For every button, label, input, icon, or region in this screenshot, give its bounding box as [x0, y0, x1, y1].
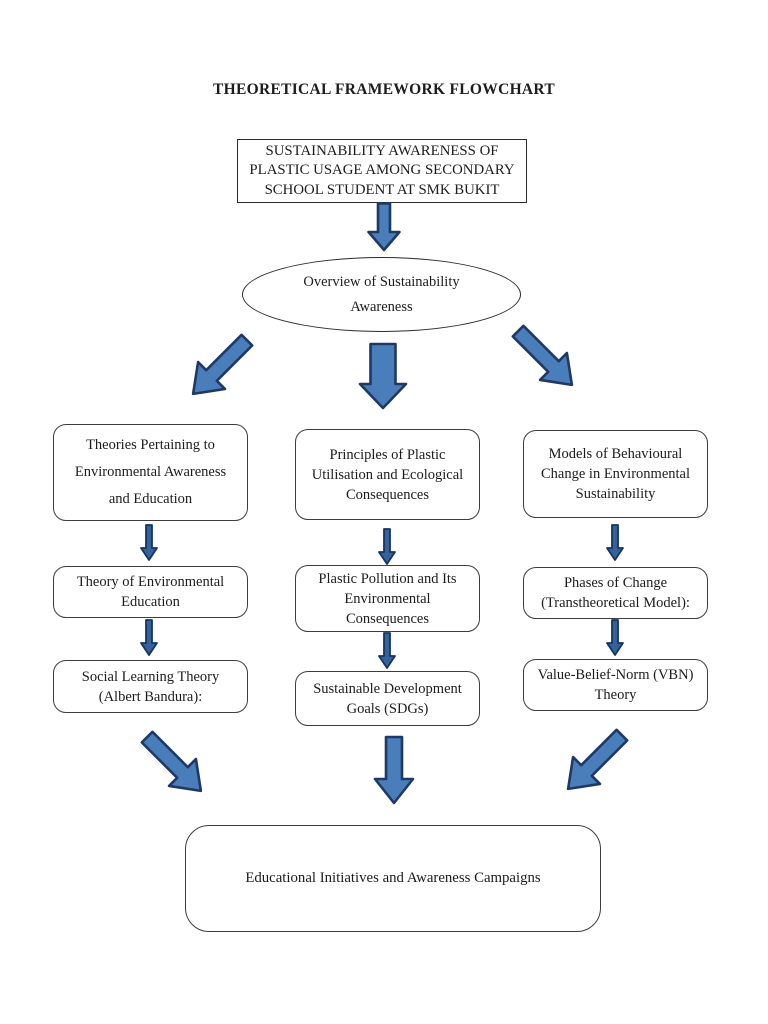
box-line: Social Learning Theory: [81, 668, 220, 685]
box-line: and Education: [108, 491, 193, 507]
box-line: Education: [121, 594, 180, 610]
box-social-learning-theory: Social Learning Theory (Albert Bandura):: [53, 660, 248, 713]
box-line: (Transtheoretical Model):: [541, 595, 690, 611]
box-line: Phases of Change: [563, 575, 668, 591]
box-line: Theories Pertaining to: [86, 437, 215, 453]
small-arrow-down-icon: [606, 619, 624, 656]
small-arrow-down-icon: [606, 524, 624, 561]
box-line: Models of Behavioural: [548, 446, 683, 462]
box-line: Goals (SDGs): [346, 700, 429, 717]
box-line: Change in Environmental: [541, 466, 690, 482]
box-principles-plastic: Principles of Plastic Utilisation and Ec…: [295, 429, 480, 520]
block-arrow-down-icon: [358, 342, 408, 410]
top-box-line: SUSTAINABILITY AWARENESS OF: [265, 142, 499, 159]
box-value-belief-norm: Value-Belief-Norm (VBN) Theory: [523, 659, 708, 711]
block-arrow-down-icon: [373, 735, 415, 805]
box-line: Consequences: [346, 610, 429, 627]
top-box-line: PLASTIC USAGE AMONG SECONDARY: [249, 162, 515, 179]
box-line: (Albert Bandura):: [98, 688, 203, 705]
box-phases-of-change: Phases of Change (Transtheoretical Model…: [523, 567, 708, 619]
ellipse-line: Awareness: [350, 298, 413, 315]
box-line: Theory of Environmental: [76, 574, 225, 590]
small-arrow-down-icon: [378, 528, 396, 565]
box-line: Principles of Plastic: [329, 446, 446, 463]
top-box: SUSTAINABILITY AWARENESS OF PLASTIC USAG…: [237, 139, 527, 203]
box-line: Sustainability: [575, 486, 656, 502]
box-line: Plastic Pollution and Its: [318, 570, 457, 587]
block-arrow-down-icon: [367, 202, 401, 252]
top-box-line: SCHOOL STUDENT AT SMK BUKIT: [264, 181, 500, 198]
box-line: Value-Belief-Norm (VBN): [537, 667, 694, 683]
block-arrow-down-right-icon: [511, 324, 574, 387]
small-arrow-down-icon: [140, 524, 158, 561]
block-arrow-down-right-icon: [140, 730, 203, 793]
outcome-box-text: Educational Initiatives and Awareness Ca…: [245, 870, 541, 886]
box-theory-environmental-education: Theory of Environmental Education: [53, 566, 248, 618]
ellipse-line: Overview of Sustainability: [303, 273, 460, 290]
outcome-box: Educational Initiatives and Awareness Ca…: [185, 825, 601, 932]
box-sustainable-development-goals: Sustainable Development Goals (SDGs): [295, 671, 480, 726]
block-arrow-down-left-icon: [566, 728, 629, 791]
box-line: Sustainable Development: [313, 680, 462, 697]
small-arrow-down-icon: [140, 619, 158, 656]
small-arrow-down-icon: [378, 632, 396, 669]
box-line: Environmental Awareness: [74, 464, 227, 480]
box-line: Consequences: [346, 486, 429, 503]
box-line: Utilisation and Ecological: [311, 466, 464, 483]
box-models-behavioural: Models of Behavioural Change in Environm…: [523, 430, 708, 518]
box-theories-pertaining: Theories Pertaining to Environmental Awa…: [53, 424, 248, 521]
box-line: Theory: [594, 687, 637, 703]
block-arrow-down-left-icon: [191, 333, 254, 396]
box-line: Environmental: [344, 590, 431, 607]
overview-ellipse: Overview of Sustainability Awareness: [242, 257, 521, 332]
box-plastic-pollution: Plastic Pollution and Its Environmental …: [295, 565, 480, 632]
page-title: THEORETICAL FRAMEWORK FLOWCHART: [212, 81, 556, 98]
